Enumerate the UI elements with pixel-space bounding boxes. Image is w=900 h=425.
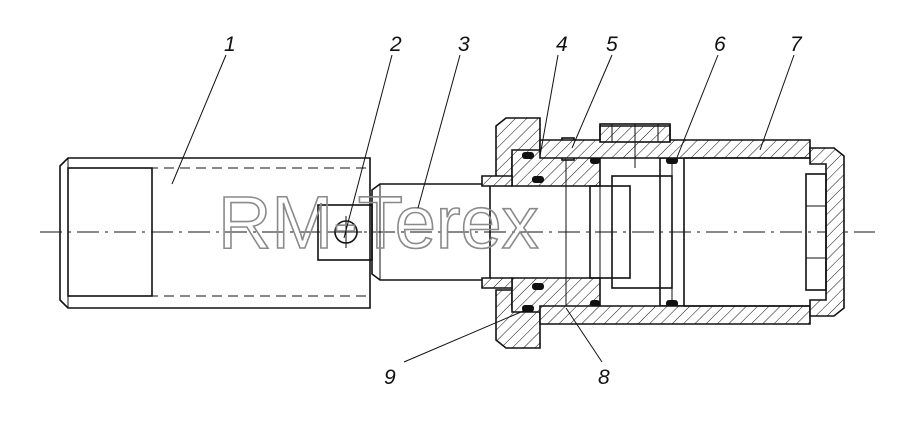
watermark: RM-Terex [218,181,539,264]
callout-9: 9 [384,366,396,389]
flange [495,117,541,349]
piston [565,157,685,307]
callout-5: 5 [606,33,618,56]
callout-4: 4 [556,33,568,56]
callout-3: 3 [458,33,470,56]
part-7-barrel [539,123,811,325]
callout-1: 1 [224,33,236,56]
callout-2: 2 [389,33,402,56]
callout-6: 6 [714,33,726,56]
part-1-body [59,157,371,309]
leader-lines [171,54,795,363]
callout-7: 7 [790,33,803,56]
callout-8: 8 [598,366,610,389]
end-cap [805,147,845,317]
